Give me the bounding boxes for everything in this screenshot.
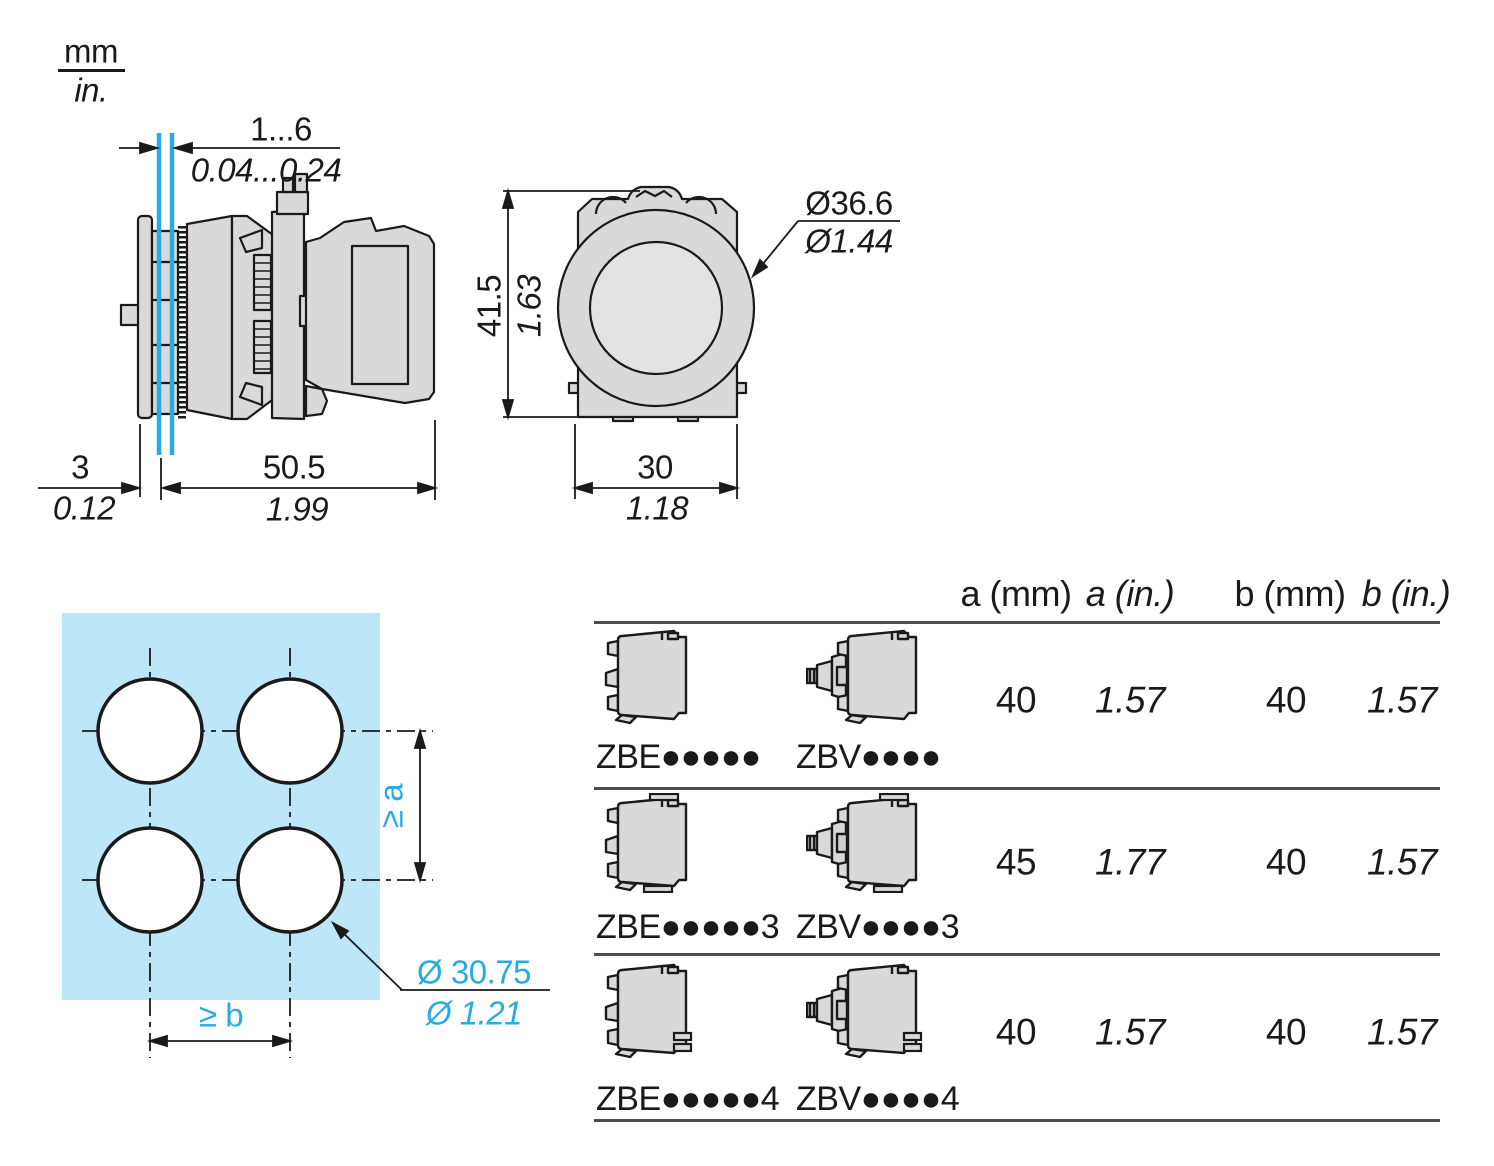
value-a-mm: 40 — [995, 1011, 1037, 1053]
column-header-b-mm: b (mm) — [1234, 573, 1346, 614]
front-view-dimensions — [501, 187, 900, 499]
table-rule-row1 — [594, 787, 1440, 790]
legend-fraction-line — [58, 69, 125, 72]
part-ref-zbv: ZBV●●●●3 — [796, 908, 960, 946]
front-depth-mm: 3 — [71, 448, 89, 486]
panel-thickness-mm: 1...6 — [250, 110, 312, 148]
column-header-a-in: a (in.) — [1085, 573, 1175, 614]
panel-lines — [156, 133, 175, 455]
side-view — [119, 172, 436, 421]
value-a-in: 1.57 — [1094, 679, 1166, 721]
front-height-in: 1.63 — [510, 274, 548, 338]
horizontal-pitch-label: ≥ b — [198, 996, 244, 1034]
front-depth-in: 0.12 — [52, 489, 116, 527]
part-ref-zbv: ZBV●●●●4 — [796, 1080, 960, 1118]
value-a-mm: 40 — [995, 679, 1037, 721]
value-b-in: 1.57 — [1366, 841, 1438, 883]
table-rule-row2 — [594, 953, 1440, 956]
bezel-diameter-in: Ø1.44 — [805, 222, 893, 260]
panel-thickness-in: 0.04...0.24 — [190, 151, 342, 189]
part-ref-zbv: ZBV●●●● — [796, 738, 941, 776]
front-height-mm: 41.5 — [470, 274, 508, 338]
column-header-a-mm: a (mm) — [960, 573, 1072, 614]
value-a-in: 1.77 — [1094, 841, 1166, 883]
value-b-mm: 40 — [1265, 679, 1307, 721]
hole-diameter-in: Ø 1.21 — [425, 994, 523, 1032]
body-depth-in: 1.99 — [265, 490, 329, 528]
value-a-mm: 45 — [995, 841, 1037, 883]
part-ref-zbe: ZBE●●●●●3 — [596, 908, 780, 946]
zbe-block-figure — [604, 629, 688, 725]
table-rule-header — [594, 621, 1440, 624]
zbe-block-figure-clip — [604, 793, 688, 893]
part-ref-zbe: ZBE●●●●●4 — [596, 1080, 780, 1118]
table-rule-bottom — [594, 1119, 1440, 1122]
part-ref-zbe: ZBE●●●●● — [596, 738, 761, 776]
legend-metric-unit: mm — [64, 32, 118, 70]
front-view — [556, 185, 756, 423]
value-b-mm: 40 — [1265, 1011, 1307, 1053]
side-view-dimensions — [38, 141, 439, 500]
cutout-view — [62, 613, 550, 1058]
hole-diameter-mm: Ø 30.75 — [417, 953, 531, 991]
zbe-block-figure-step — [604, 963, 693, 1059]
vertical-pitch-label: ≥ a — [372, 783, 410, 829]
front-width-mm: 30 — [637, 448, 673, 486]
column-header-b-in: b (in.) — [1361, 573, 1451, 614]
cutout-holes — [96, 677, 344, 934]
body-depth-mm: 50.5 — [262, 448, 326, 486]
value-b-in: 1.57 — [1366, 679, 1438, 721]
value-b-in: 1.57 — [1366, 1011, 1438, 1053]
front-width-in: 1.18 — [625, 489, 689, 527]
zbv-block-figure — [806, 629, 918, 725]
zbv-block-figure-clip — [806, 793, 918, 893]
zbv-block-figure-step — [806, 963, 923, 1059]
value-b-mm: 40 — [1265, 841, 1307, 883]
legend-imperial-unit: in. — [74, 71, 108, 109]
bezel-diameter-mm: Ø36.6 — [805, 184, 893, 222]
value-a-in: 1.57 — [1094, 1011, 1166, 1053]
